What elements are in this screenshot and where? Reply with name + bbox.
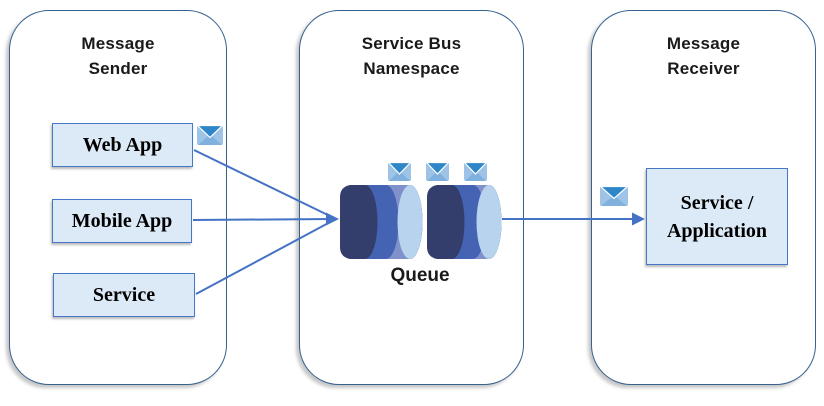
node-label-line: Application bbox=[666, 219, 768, 242]
queue-cylinder bbox=[427, 185, 502, 259]
panel-title-line: Message bbox=[81, 34, 155, 53]
message-envelope-icon bbox=[598, 185, 630, 206]
connector-web-app-to-queue bbox=[193, 149, 335, 219]
message-envelope-icon bbox=[387, 161, 412, 181]
panel-title-message-receiver: Message Receiver bbox=[592, 31, 815, 81]
panel-title-message-sender: Message Sender bbox=[10, 31, 226, 81]
message-envelope-icon bbox=[463, 161, 488, 181]
arrowhead-into-queue bbox=[326, 212, 339, 226]
message-envelope-icon bbox=[425, 161, 450, 181]
panel-title-line: Message bbox=[666, 34, 741, 53]
node-label: Service bbox=[92, 283, 156, 306]
node-label: Mobile App bbox=[71, 209, 173, 232]
node-service: Service bbox=[53, 273, 195, 317]
panel-title-line: Receiver bbox=[667, 59, 740, 78]
connector-service-to-queue bbox=[195, 219, 335, 295]
connector-mobile-app-to-queue bbox=[192, 218, 335, 221]
node-web-app: Web App bbox=[52, 123, 193, 167]
panel-message-sender: Message Sender bbox=[9, 10, 227, 385]
arrowhead-into-receiver bbox=[632, 212, 645, 226]
queue-cylinder bbox=[340, 185, 423, 259]
node-mobile-app: Mobile App bbox=[52, 199, 192, 243]
panel-title-line: Sender bbox=[88, 59, 148, 78]
queue-label: Queue bbox=[390, 265, 450, 286]
node-label: Service / Application bbox=[667, 189, 767, 245]
node-label-line: Service / bbox=[680, 191, 754, 214]
message-envelope-icon bbox=[196, 124, 224, 145]
panel-title-service-bus-namespace: Service Bus Namespace bbox=[300, 31, 523, 81]
panel-title-line: Namespace bbox=[363, 59, 460, 78]
panel-title-line: Service Bus bbox=[361, 34, 462, 53]
node-service-application: Service / Application bbox=[646, 168, 788, 265]
node-label: Web App bbox=[82, 133, 163, 156]
